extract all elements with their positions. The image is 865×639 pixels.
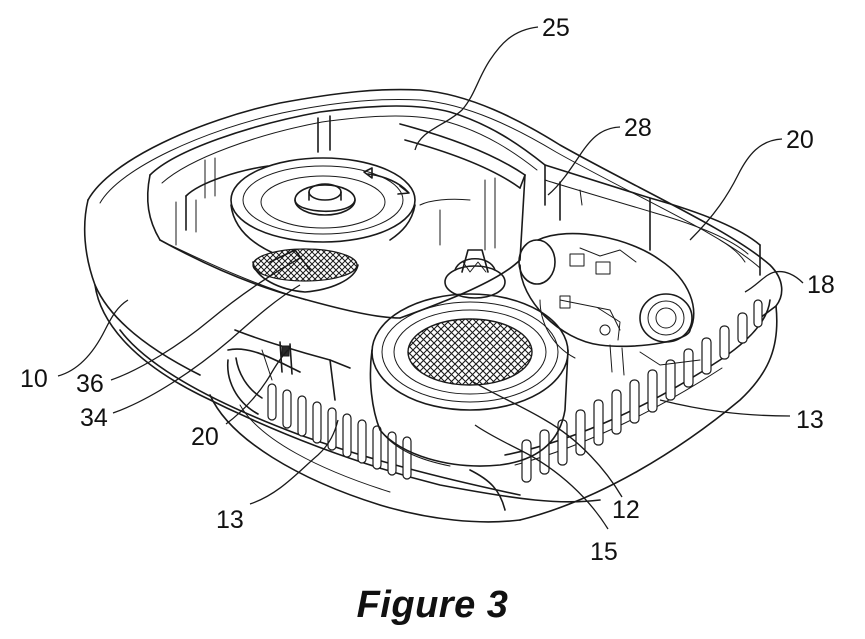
label-25: 25 bbox=[542, 14, 570, 42]
reference-labels: 25 28 20 18 10 36 34 20 13 13 12 15 bbox=[20, 14, 835, 566]
leader-lines bbox=[57, 26, 804, 530]
vent-grille-right bbox=[521, 299, 763, 483]
right-compartment bbox=[544, 164, 761, 276]
label-20-left: 20 bbox=[191, 423, 219, 451]
blower-fan-top bbox=[230, 157, 416, 257]
front-panel bbox=[234, 329, 351, 401]
label-12: 12 bbox=[612, 496, 640, 524]
label-10: 10 bbox=[20, 365, 48, 393]
label-36: 36 bbox=[76, 370, 104, 398]
label-15: 15 bbox=[590, 538, 618, 566]
filter-unit bbox=[369, 293, 569, 467]
label-13-bottom: 13 bbox=[216, 506, 244, 534]
blower-wheel-lower bbox=[252, 248, 359, 293]
label-20-right: 20 bbox=[786, 126, 814, 154]
label-28: 28 bbox=[624, 114, 652, 142]
vent-grille-left bbox=[226, 348, 412, 480]
label-18: 18 bbox=[807, 271, 835, 299]
left-compartment bbox=[146, 105, 546, 319]
figure-caption: Figure 3 bbox=[356, 584, 509, 626]
label-13-right: 13 bbox=[796, 406, 824, 434]
small-valve bbox=[444, 249, 506, 299]
label-34: 34 bbox=[80, 404, 108, 432]
